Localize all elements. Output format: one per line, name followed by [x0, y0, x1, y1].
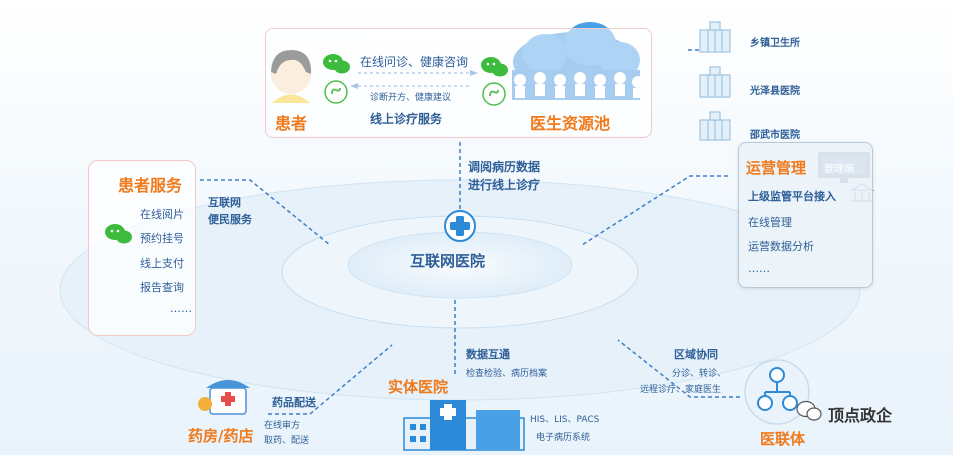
alliance-label: 医联体	[760, 430, 806, 448]
pharmacy-label: 药房/药店	[188, 427, 254, 445]
wechat-icon	[480, 55, 510, 83]
wechat-icon	[104, 222, 134, 250]
operations-item: 在线管理	[748, 216, 792, 229]
hospital-link-title: 数据互通	[466, 348, 510, 361]
network-icon	[744, 359, 810, 425]
hospital-item: 邵武市医院	[750, 130, 800, 141]
operations-item: 运营数据分析	[748, 240, 814, 253]
operations-title: 运营管理	[746, 159, 807, 177]
operations-badge: 管理端	[824, 164, 854, 175]
patient-service-item: 预约挂号	[140, 232, 184, 245]
connector-pharmacy	[268, 344, 393, 415]
patient-link-line1: 互联网	[208, 196, 241, 209]
hospital-item: 乡镇卫生所	[750, 38, 800, 49]
hospital-systems-line2: 电子病历系统	[536, 433, 591, 443]
operations-item: ……	[748, 262, 770, 275]
hospital-building-icon-2	[699, 66, 731, 98]
service-label: 线上诊疗服务	[370, 112, 443, 126]
arrow-bottom-text: 诊断开方、健康建议	[370, 93, 452, 103]
alliance-link-title: 区域协同	[674, 348, 718, 361]
arrow-top-text: 在线问诊、健康咨询	[360, 55, 469, 69]
alliance-link-line2: 远程诊疗、家庭医生	[640, 385, 722, 395]
watermark-text: 顶点政企	[828, 406, 893, 425]
patient-service-item: 报告查询	[140, 281, 184, 294]
patient-services-panel	[88, 160, 196, 336]
center-up-line1: 调阅病历数据	[468, 160, 541, 174]
operations-panel	[738, 142, 873, 288]
hospital-systems-line1: HIS、LIS、PACS	[530, 415, 600, 425]
hospital-building-icon-1	[699, 21, 731, 53]
physical-hospital-label: 实体医院	[388, 378, 449, 396]
connector-left	[200, 179, 331, 246]
patient-service-item: 在线阅片	[140, 208, 184, 221]
hospital-link-sub: 检查检验、病历档案	[466, 369, 548, 379]
pharmacy-link-line2: 取药、配送	[264, 436, 310, 446]
wechat-watermark-icon	[796, 400, 824, 426]
patient-link-line2: 便民服务	[208, 213, 252, 226]
mini-program-icon	[324, 80, 348, 108]
physical-hospital-icon	[403, 400, 525, 451]
patient-service-item: 线上支付	[140, 257, 184, 270]
connector-alliance	[617, 339, 740, 398]
center-up-line2: 进行线上诊疗	[468, 178, 541, 192]
pharmacy-link-title: 药品配送	[272, 396, 316, 409]
center-title: 互联网医院	[410, 252, 486, 270]
hospital-building-icon-3	[699, 111, 731, 141]
alliance-link-line1: 分诊、转诊、	[672, 369, 727, 379]
patient-service-item: ……	[170, 302, 192, 315]
wechat-icon	[322, 52, 352, 80]
mini-program-icon	[482, 82, 506, 110]
medical-cross-icon	[444, 210, 476, 242]
connector-right	[581, 175, 728, 246]
hospital-item: 光泽县医院	[750, 86, 800, 97]
doctor-pool-label: 医生资源池	[530, 114, 611, 133]
operations-subtitle: 上级监管平台接入	[748, 190, 836, 203]
patient-label: 患者	[275, 114, 308, 133]
pharmacy-link-line1: 在线审方	[264, 421, 301, 431]
pharmacy-store-icon	[198, 380, 250, 415]
patient-services-title: 患者服务	[118, 176, 183, 195]
